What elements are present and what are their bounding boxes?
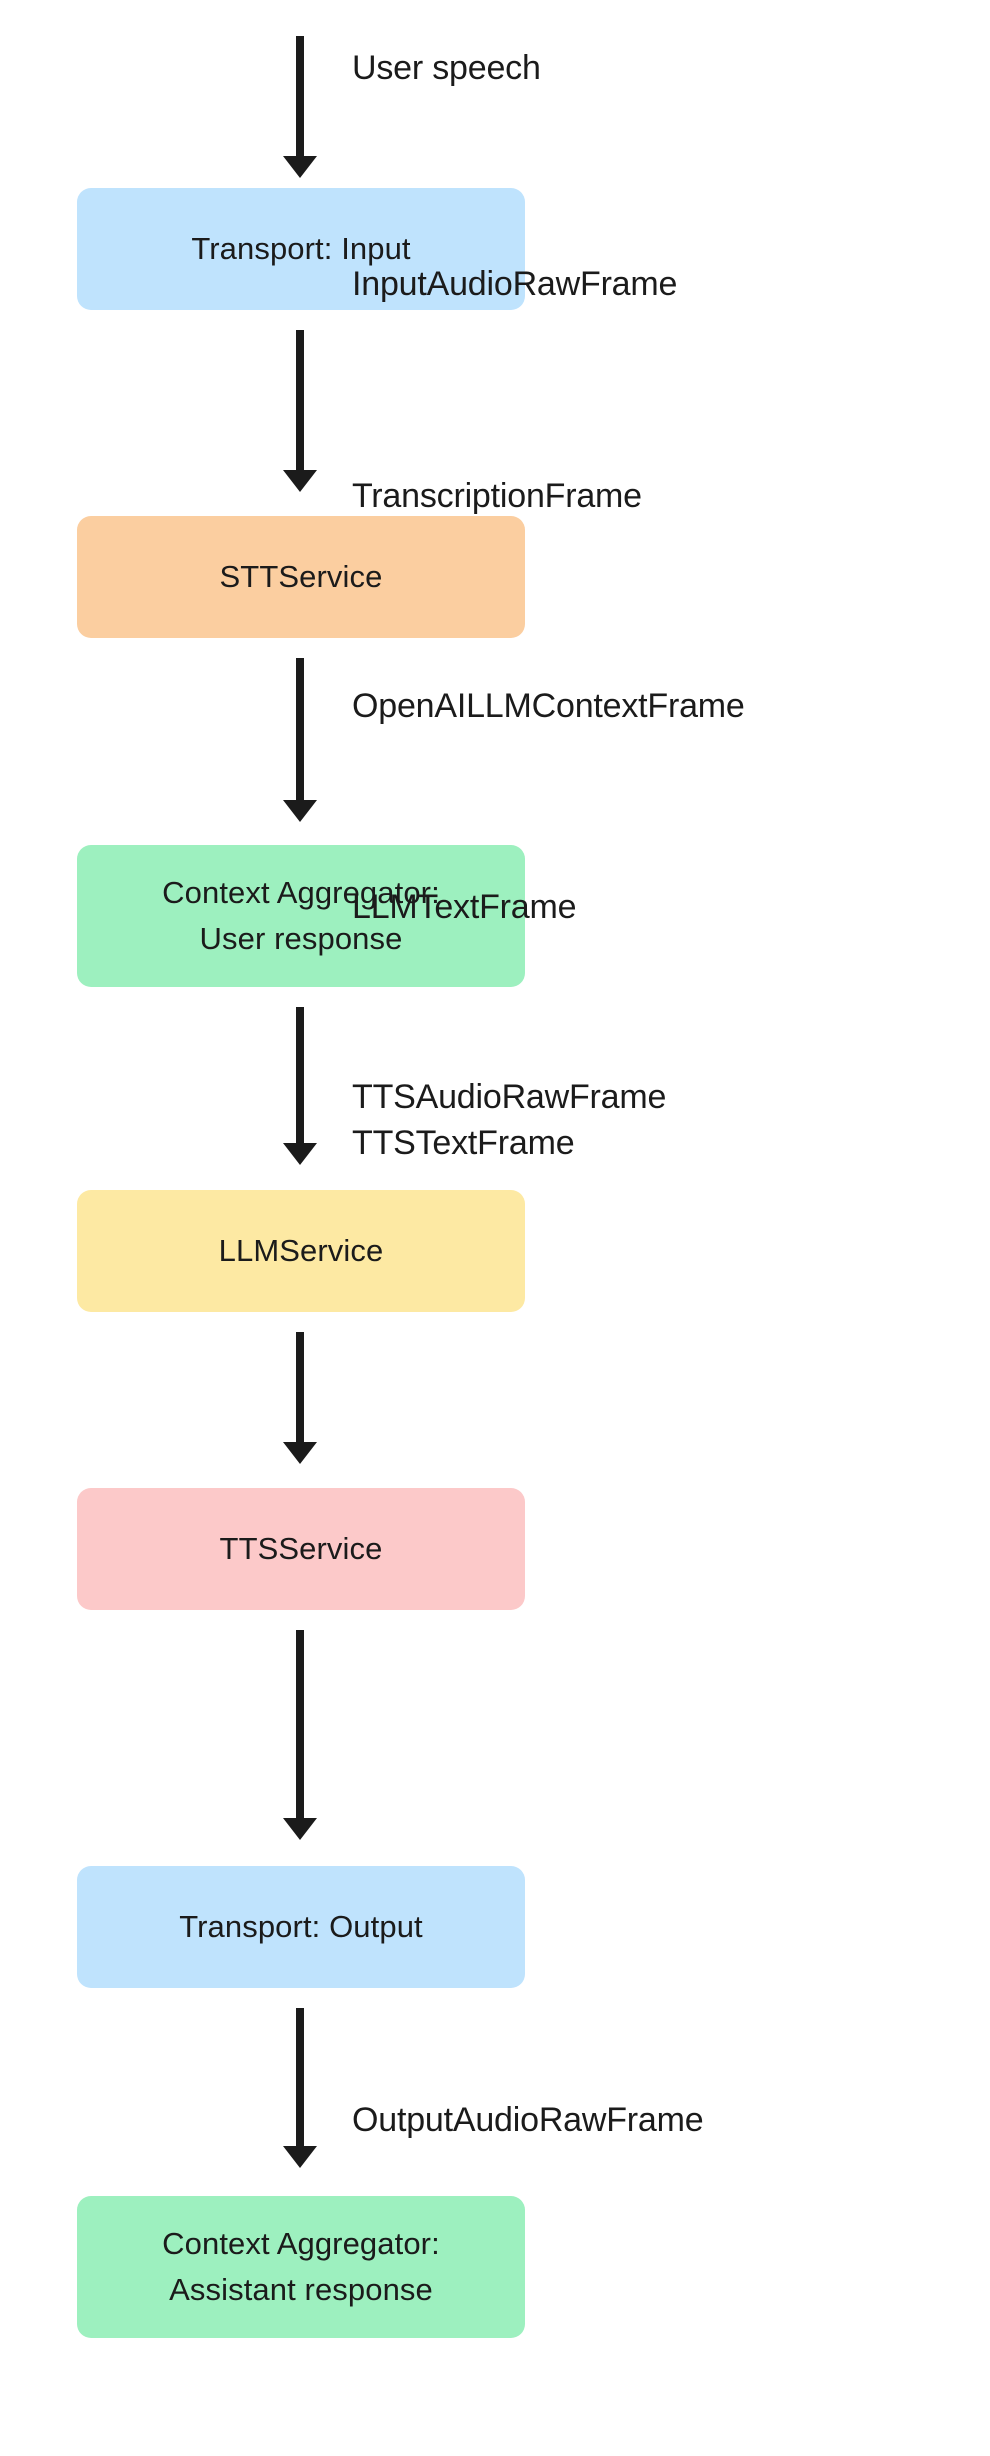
node-context-aggregator-user[interactable]: Context Aggregator: User response [77,845,525,987]
arrow-llm-text-frame [296,1332,304,1444]
node-label-line1: LLMService [218,1232,384,1268]
arrow-transcription-frame [296,658,304,802]
arrow-user-speech [296,36,304,158]
edge-label-line: OpenAILLMContextFrame [352,687,745,725]
arrow-openai-llm-context-frame [296,1007,304,1145]
edge-label-input-audio-raw-frame: InputAudioRawFrame [352,262,677,308]
node-transport-input[interactable]: Transport: Input [77,188,525,310]
node-stt-service[interactable]: STTService [77,516,525,638]
node-label-line2: User response [199,921,403,956]
arrow-tts-frames [296,1630,304,1820]
node-label-line1: STTService [219,558,383,594]
node-label-line1: Transport: Input [191,230,411,266]
node-label-line1: TTSService [219,1530,383,1566]
node-context-aggregator-assistant[interactable]: Context Aggregator: Assistant response [77,2196,525,2338]
edge-label-line: TranscriptionFrame [352,477,642,515]
edge-label-line: User speech [352,49,541,87]
edge-label-line: TTSAudioRawFrame [352,1078,667,1116]
node-transport-output[interactable]: Transport: Output [77,1866,525,1988]
node-label-line1: Transport: Output [179,1908,423,1944]
edge-label-tts-frames: TTSAudioRawFrame TTSTextFrame [352,1075,666,1167]
node-label-line1: Context Aggregator: [162,874,440,910]
edge-label-transcription-frame: TranscriptionFrame [352,474,642,520]
arrow-input-audio-raw-frame [296,330,304,472]
edge-label-line: OutputAudioRawFrame [352,2101,704,2139]
edge-label-user-speech: User speech [352,46,541,92]
node-tts-service[interactable]: TTSService [77,1488,525,1610]
edge-label-llm-text-frame: LLMTextFrame [352,885,577,931]
node-label-line2: Assistant response [169,2272,433,2307]
edge-label-line: InputAudioRawFrame [352,265,678,303]
edge-label-output-audio-raw-frame: OutputAudioRawFrame [352,2098,704,2144]
node-label-line1: Context Aggregator: [162,2225,440,2261]
arrow-output-audio-raw-frame [296,2008,304,2148]
node-llm-service[interactable]: LLMService [77,1190,525,1312]
edge-label-line-2: TTSTextFrame [352,1123,575,1162]
edge-label-openai-llm-context-frame: OpenAILLMContextFrame [352,684,745,730]
edge-label-line: LLMTextFrame [352,888,577,926]
